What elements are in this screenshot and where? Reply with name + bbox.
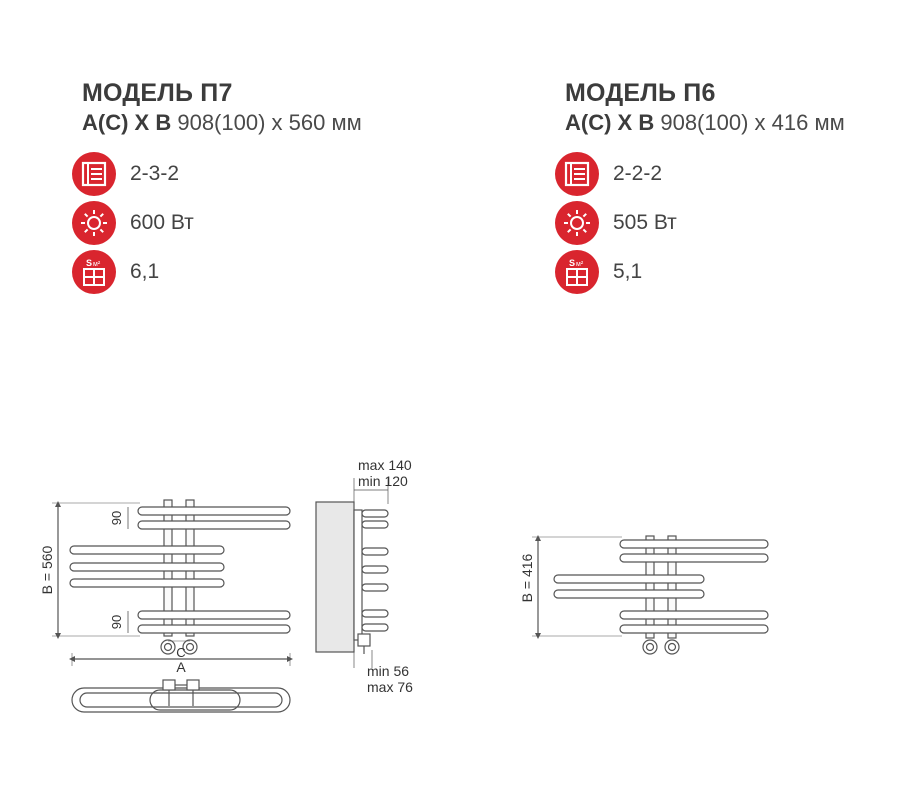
- sun-power-icon: [555, 201, 599, 245]
- spec-area-value: 5,1: [613, 260, 643, 283]
- area-m2-icon: S м²: [555, 250, 599, 294]
- side-max-top: max 140: [358, 457, 412, 473]
- area-m2-icon: S м²: [72, 250, 116, 294]
- model-title: МОДЕЛЬ П6: [565, 79, 716, 107]
- spec-sections-value: 2-2-2: [613, 162, 663, 185]
- area-icon-unit: м²: [93, 261, 101, 268]
- model-title: МОДЕЛЬ П7: [82, 79, 233, 107]
- p7-side-view: [315, 478, 389, 668]
- spec-power: 505 Вт: [555, 201, 677, 245]
- spec-power-value: 600 Вт: [130, 211, 194, 234]
- sun-power-icon: [72, 201, 116, 245]
- spec-area-value: 6,1: [130, 260, 160, 283]
- model-p7-block: МОДЕЛЬ П7 А(С) Х В 908(100) х 560 мм 2-3…: [72, 78, 362, 294]
- p7-spacing-top: 90: [109, 511, 124, 525]
- p7-spacing-bottom: 90: [109, 615, 124, 629]
- spec-sections: 2-3-2: [72, 152, 179, 196]
- model-dimensions: А(С) Х В 908(100) х 560 мм: [82, 108, 362, 140]
- p6-front-view: [532, 535, 769, 655]
- spec-area: S м² 5,1: [555, 250, 642, 294]
- p7-width-label: A: [176, 659, 186, 675]
- p6-height-label: B = 416: [519, 553, 535, 602]
- area-icon-s: S: [86, 258, 92, 268]
- p7-height-label: B = 560: [39, 545, 55, 594]
- p7-center-label: C: [176, 645, 185, 660]
- area-icon-s: S: [569, 258, 575, 268]
- side-min-top: min 120: [358, 473, 408, 489]
- dims-value: 908(100) х 560 мм: [177, 110, 362, 135]
- model-p6-block: МОДЕЛЬ П6 А(С) Х В 908(100) х 416 мм 2-2…: [555, 78, 845, 294]
- dims-label: А(С) Х В: [82, 110, 172, 135]
- sections-icon: [72, 152, 116, 196]
- spec-sections-value: 2-3-2: [130, 162, 180, 185]
- dims-label: А(С) Х В: [565, 110, 655, 135]
- dims-value: 908(100) х 416 мм: [660, 110, 845, 135]
- p7-top-view: [71, 679, 291, 713]
- spec-power-value: 505 Вт: [613, 211, 677, 234]
- area-icon-unit: м²: [576, 261, 584, 268]
- side-min-bottom: min 56: [367, 663, 409, 679]
- spec-power: 600 Вт: [72, 201, 194, 245]
- spec-sections: 2-2-2: [555, 152, 662, 196]
- p7-front-view: [52, 499, 293, 666]
- sections-icon: [555, 152, 599, 196]
- model-dimensions: А(С) Х В 908(100) х 416 мм: [565, 108, 845, 140]
- side-max-bottom: max 76: [367, 679, 413, 695]
- spec-area: S м² 6,1: [72, 250, 159, 294]
